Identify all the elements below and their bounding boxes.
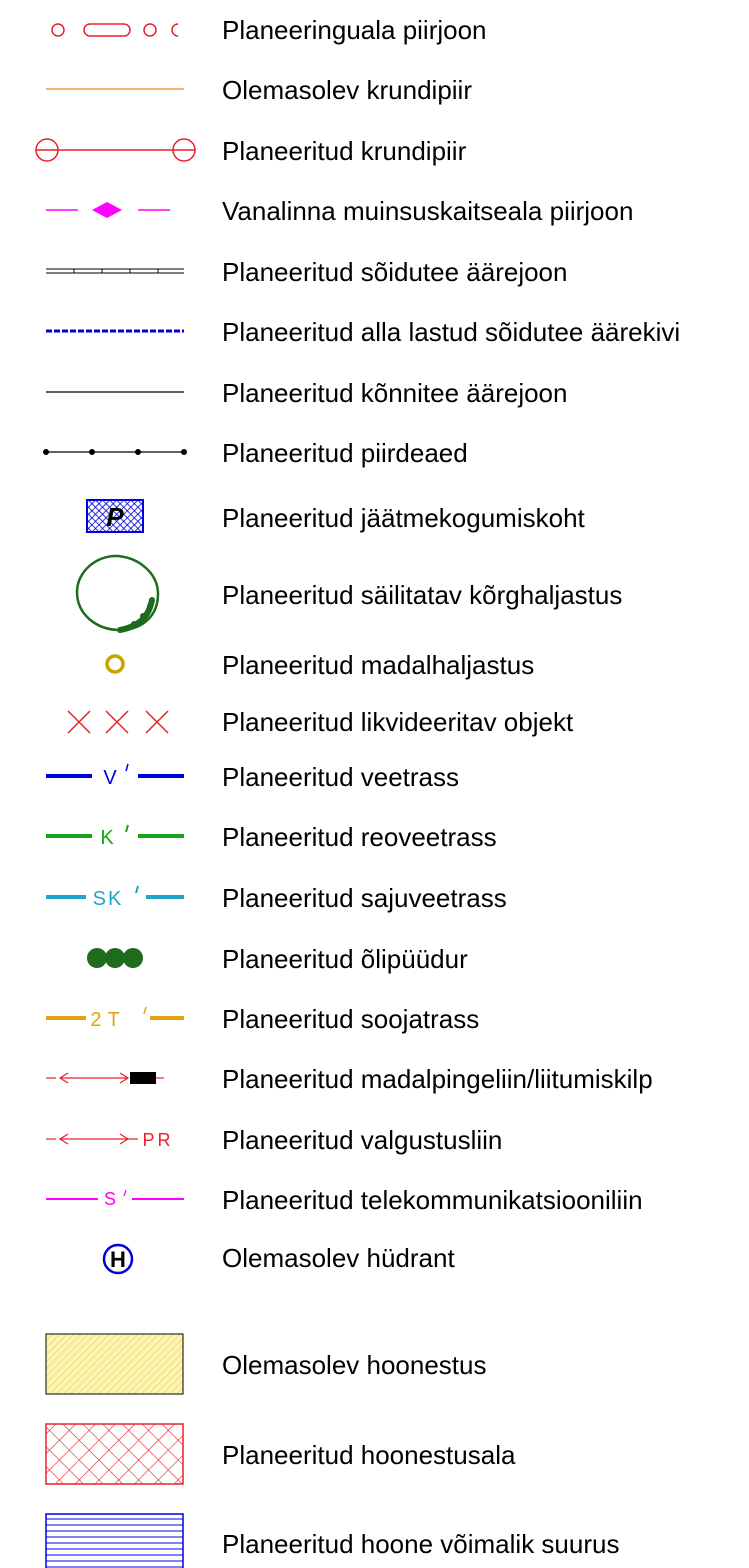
yellow-hatch-box-icon: [45, 1333, 184, 1395]
legend-item-soidutee-aarejoon: Planeeritud sõidutee äärejoon: [0, 252, 749, 292]
utility-code: K: [100, 827, 114, 849]
dotted-fence-line-icon: [43, 449, 187, 455]
legend-label: Planeeritud likvideeritav objekt: [222, 707, 574, 737]
lighting-line-icon: PR: [46, 1130, 173, 1150]
legend-item-olemasolev-hoonestus: Olemasolev hoonestus: [0, 1330, 749, 1400]
legend-item-alla-lastud: Planeeritud alla lastud sõidutee äärekiv…: [0, 312, 749, 352]
legend-item-hudrant: H Olemasolev hüdrant: [0, 1238, 749, 1280]
legend-label: Vanalinna muinsuskaitseala piirjoon: [222, 196, 634, 226]
blue-stripe-box-icon: [45, 1513, 184, 1568]
legend-item-planeeritud-krundipiir: Planeeritud krundipiir: [0, 131, 749, 171]
utility-code: 2T: [90, 1009, 125, 1031]
red-crosshatch-box-icon: [45, 1423, 184, 1485]
legend-label: Planeeritud alla lastud sõidutee äärekiv…: [222, 317, 681, 347]
legend-label: Planeeritud hoonestusala: [222, 1440, 516, 1470]
sewer-line-icon: K: [46, 824, 184, 849]
legend-item-reoveetrass: K Planeeritud reoveetrass: [0, 817, 749, 857]
legend-item-olemasolev-krundipiir: Olemasolev krundipiir: [0, 70, 749, 110]
heat-line-icon: 2T: [46, 1006, 184, 1031]
legend-item-olipuudur: Planeeritud õlipüüdur: [0, 939, 749, 979]
legend-label: Planeeritud madalhaljastus: [222, 650, 535, 680]
legend-item-likvideeritav: Planeeritud likvideeritav objekt: [0, 702, 749, 742]
utility-code: V: [103, 767, 117, 789]
storm-line-icon: SK: [46, 885, 184, 910]
legend-label: Planeeritud reoveetrass: [222, 822, 497, 852]
legend-item-telekom: S Planeeritud telekommunikatsiooniliin: [0, 1180, 749, 1220]
legend-label: Planeeritud hoone võimalik suurus: [222, 1529, 620, 1559]
legend-item-madalpinge: Planeeritud madalpingeliin/liitumiskilp: [0, 1059, 749, 1099]
legend-item-korghaljastus: Planeeritud säilitatav kõrghaljastus: [0, 550, 749, 640]
red-cross-icon: [67, 710, 169, 734]
legend-label: Planeeritud sõidutee äärejoon: [222, 257, 568, 287]
legend-item-jaatmekogumiskoht: P Planeeritud jäätmekogumiskoht: [0, 496, 749, 540]
legend-label: Planeeritud kõnnitee äärejoon: [222, 378, 568, 408]
orange-line-icon: [46, 88, 184, 90]
legend-item-planeeringuala: Planeeringuala piirjoon: [0, 10, 749, 50]
legend-item-sajuveetrass: SK Planeeritud sajuveetrass: [0, 878, 749, 918]
legend-label: Planeeritud veetrass: [222, 762, 460, 792]
circle-rounded-rect-line-icon: [51, 23, 179, 37]
legend-label: Planeeritud madalpingeliin/liitumiskilp: [222, 1064, 653, 1094]
blue-dashed-line-icon: [46, 329, 184, 333]
legend-item-hoone-suurus: Planeeritud hoone võimalik suurus: [0, 1510, 749, 1568]
black-line-icon: [46, 391, 184, 393]
legend-label: Planeeritud õlipüüdur: [222, 944, 468, 974]
waste-point-icon: P: [86, 499, 144, 533]
utility-code: SK: [93, 888, 124, 910]
tree-canopy-icon: [75, 554, 160, 633]
legend-label: Planeeritud valgustusliin: [222, 1125, 503, 1155]
waste-point-letter: P: [106, 502, 124, 532]
telecom-line-icon: S: [46, 1189, 184, 1209]
legend-item-veetrass: V Planeeritud veetrass: [0, 757, 749, 797]
legend-item-piirdeaed: Planeeritud piirdeaed: [0, 433, 749, 473]
legend-item-madalhaljastus: Planeeritud madalhaljastus: [0, 645, 749, 685]
legend-item-valgustus: PR Planeeritud valgustusliin: [0, 1120, 749, 1160]
legend-label: Olemasolev hoonestus: [222, 1350, 487, 1380]
legend-label: Planeeritud soojatrass: [222, 1004, 480, 1034]
magenta-diamond-dash-icon: [46, 202, 170, 218]
legend-item-hoonestusala: Planeeritud hoonestusala: [0, 1420, 749, 1490]
legend-label: Planeeritud telekommunikatsiooniliin: [222, 1185, 643, 1215]
legend-item-vanalinna: Vanalinna muinsuskaitseala piirjoon: [0, 191, 749, 231]
legend-label: Olemasolev krundipiir: [222, 75, 472, 105]
low-voltage-line-icon: [46, 1072, 164, 1084]
legend-label: Olemasolev hüdrant: [222, 1243, 455, 1273]
legend-label: Planeeritud jäätmekogumiskoht: [222, 503, 585, 533]
hydrant-icon: H: [102, 1243, 134, 1275]
shrub-circle-icon: [105, 654, 125, 674]
double-line-ticks-icon: [46, 268, 184, 274]
hydrant-letter: H: [110, 1247, 126, 1272]
legend-label: Planeeritud sajuveetrass: [222, 883, 507, 913]
legend-label: Planeeritud piirdeaed: [222, 438, 468, 468]
legend-label: Planeeritud krundipiir: [222, 136, 467, 166]
legend-label: Planeeringuala piirjoon: [222, 15, 487, 45]
legend-label: Planeeritud säilitatav kõrghaljastus: [222, 580, 623, 610]
red-line-circle-ends-icon: [35, 138, 196, 162]
legend-item-soojatrass: 2T Planeeritud soojatrass: [0, 999, 749, 1039]
utility-code: S: [104, 1189, 116, 1209]
utility-code: PR: [142, 1130, 173, 1150]
water-line-icon: V: [46, 763, 184, 789]
oil-separator-icon: [87, 948, 143, 968]
legend-item-konnitee: Planeeritud kõnnitee äärejoon: [0, 373, 749, 413]
